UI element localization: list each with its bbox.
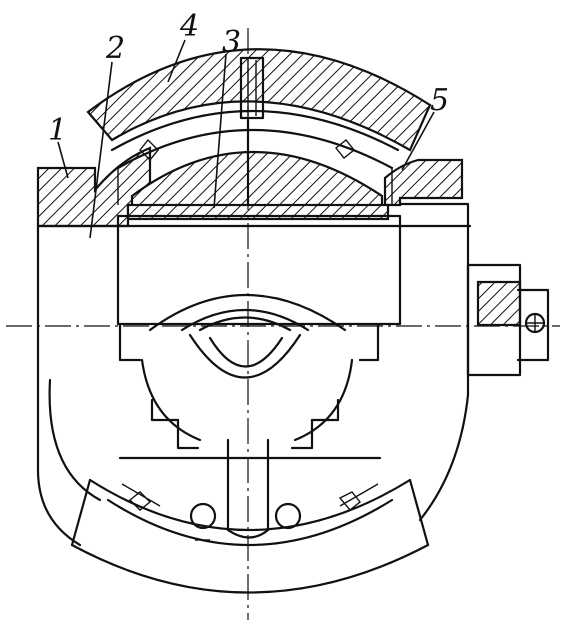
top-shoe-part-4 [86,48,432,152]
leader-4 [167,39,186,83]
callout-2: 2 [105,31,125,66]
bottom-shoe [70,478,430,594]
top-shoe-slot [239,56,265,120]
leader-5 [401,111,435,171]
leader-3 [213,53,227,209]
leader-2 [89,61,113,239]
central-bore [140,293,354,450]
shaft-end [466,263,550,377]
callout-5: 5 [430,83,449,118]
bearing-ring-part-5 [110,109,400,205]
leader-1 [57,141,69,179]
callout-3: 3 [222,25,241,60]
inner-block-part-3 [130,151,384,212]
callout-4: 4 [179,9,199,44]
lower-hanger [118,438,382,539]
callout-1: 1 [48,113,67,148]
main-body [36,202,472,547]
